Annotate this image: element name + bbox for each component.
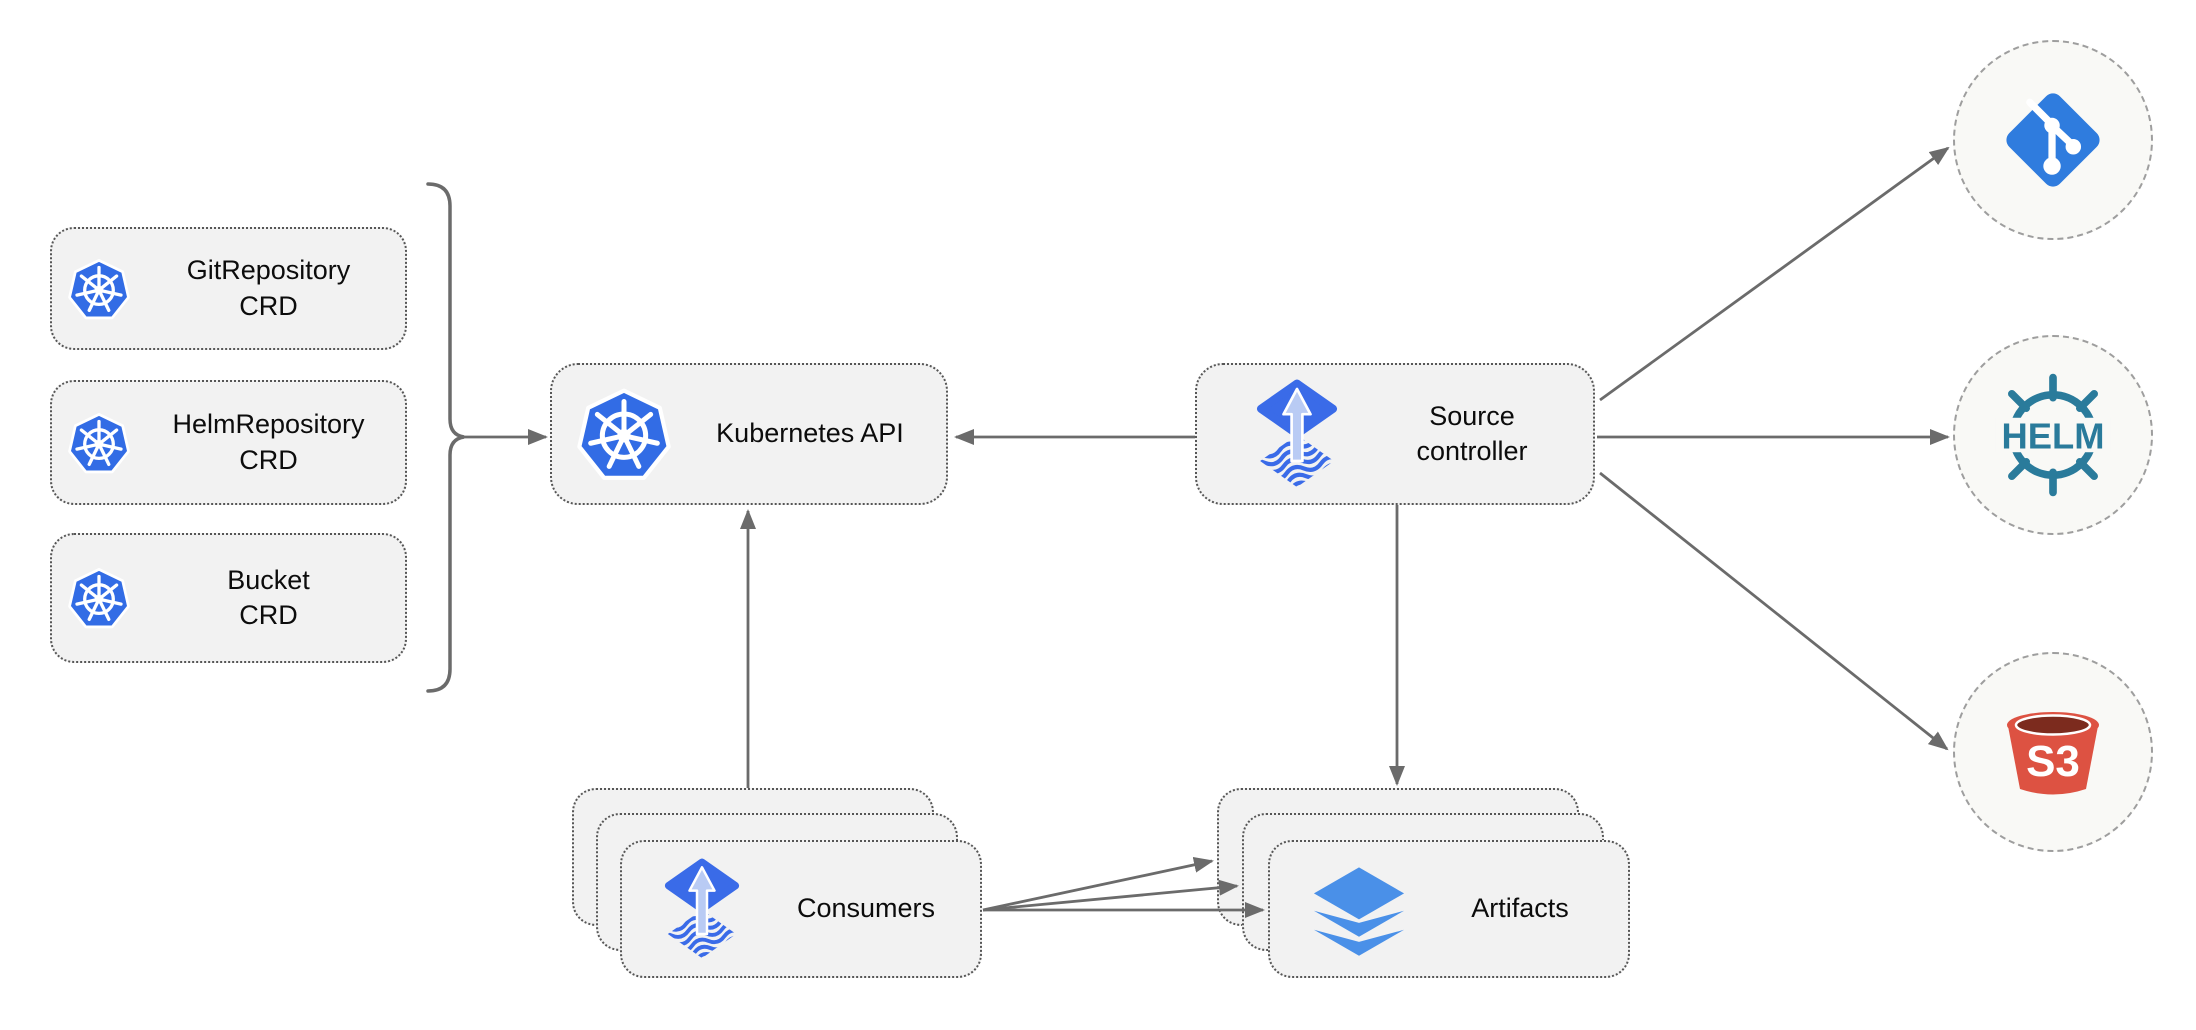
source-controller-label: Source controller [1416,400,1528,466]
s3-wordmark: S3 [2026,737,2080,786]
consumers-label: Consumers [796,893,936,924]
helmrepository-crd-label: HelmRepository CRD [172,409,365,475]
s3-bucket-icon: S3 [1993,692,2113,812]
arrow-source-controller-to-s3 [1599,471,1949,751]
consumers-box: Consumers [620,840,982,978]
bucket-crd-label: Bucket CRD [227,564,310,630]
crd-group-bracket [426,182,465,693]
arrow-consumers-to-artifacts-2 [982,879,1239,912]
bucket-crd-box: Bucket CRD [50,533,407,663]
kubernetes-api-box: Kubernetes API [550,363,948,505]
git-icon [1995,82,2111,198]
gitrepository-crd-box: GitRepository CRD [50,227,407,350]
artifacts-box: Artifacts [1268,840,1630,978]
kubernetes-icon [574,384,674,484]
kubernetes-icon [66,410,132,476]
artifacts-label: Artifacts [1471,893,1569,924]
kubernetes-icon [66,256,132,322]
kubernetes-api-label: Kubernetes API [716,418,904,449]
helm-wordmark: HELM [2001,415,2104,456]
s3-source-circle: S3 [1953,652,2153,852]
helm-source-circle: HELM [1953,335,2153,535]
helm-icon: HELM [1986,368,2120,502]
flux-icon [1243,378,1351,490]
flux-icon [652,857,752,961]
arrow-source-controller-to-git [1599,146,1950,402]
gitrepository-crd-label: GitRepository CRD [186,255,351,321]
layers-icon [1306,857,1412,961]
arrow-consumers-to-artifacts-1 [982,856,1214,912]
git-source-circle [1953,40,2153,240]
helmrepository-crd-box: HelmRepository CRD [50,380,407,505]
source-controller-box: Source controller [1195,363,1595,505]
kubernetes-icon [66,565,132,631]
